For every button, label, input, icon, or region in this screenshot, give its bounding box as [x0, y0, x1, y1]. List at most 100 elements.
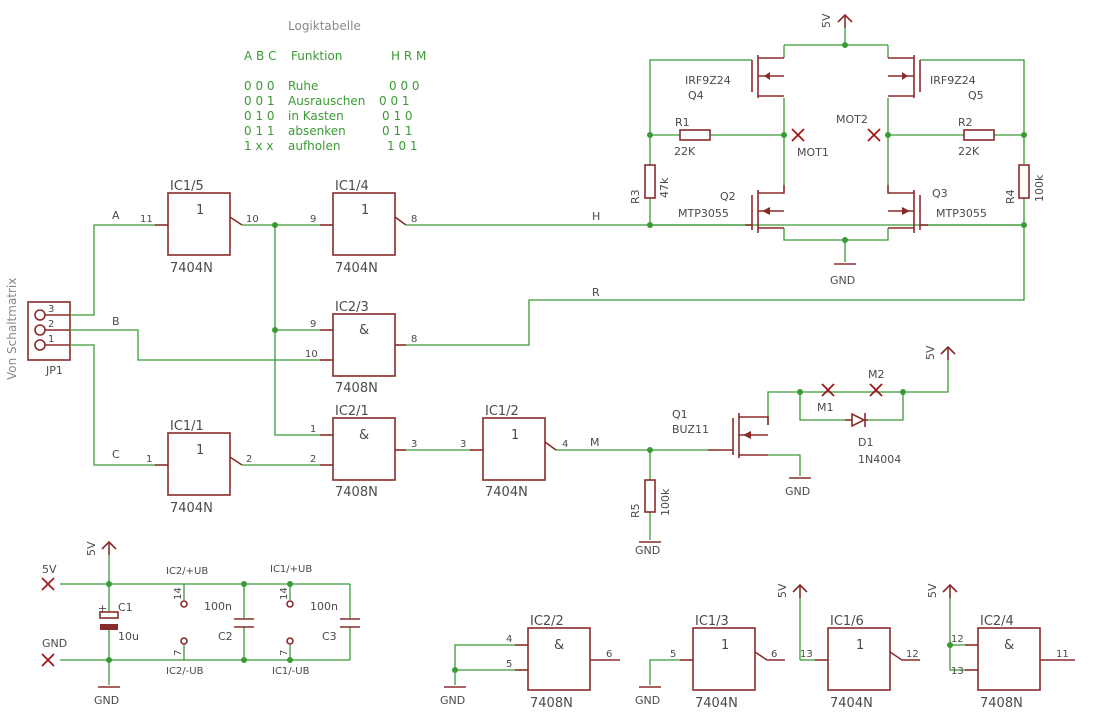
- gnd-symbol-r5: GND: [635, 541, 661, 557]
- pin-number: 9: [310, 214, 316, 225]
- transistor-ref: Q2: [720, 190, 736, 203]
- gate-ref: IC1/3: [695, 614, 729, 629]
- gate-ic1-1: 1 IC1/1 7404N 1 2: [146, 419, 252, 516]
- gate-symbol: 1: [196, 203, 204, 218]
- gate-part: 7404N: [170, 261, 213, 276]
- motor-terminals: MOT1 MOT2 M1 M2: [791, 113, 885, 414]
- supply-pin-label: IC2/-UB: [166, 666, 204, 677]
- capacitor-c3: 100n C3: [310, 600, 360, 643]
- transistor-part: MTP3055: [936, 207, 987, 220]
- vcc-label: 5V: [776, 583, 789, 598]
- pin-number: 13: [800, 649, 813, 660]
- gate-part: 7408N: [335, 485, 378, 500]
- gate-symbol: 1: [511, 428, 519, 443]
- gate-ref: IC1/6: [830, 614, 864, 629]
- table-cell: 0 1 0: [382, 109, 413, 123]
- table-header-function: Funktion: [291, 49, 342, 63]
- resistor-ref: R5: [629, 503, 642, 518]
- gate-symbol: 1: [721, 638, 729, 653]
- resistor-ref: R3: [629, 189, 642, 204]
- connector-jp1: 3 2 1 JP1 Von Schaltmatrix: [5, 278, 71, 380]
- supply-gnd-label: GND: [42, 637, 67, 650]
- capacitor-c2: 100n C2: [204, 600, 254, 643]
- net-label-b: B: [112, 315, 120, 328]
- pin-number: 12: [951, 634, 964, 645]
- pin-number: 2: [310, 454, 316, 465]
- gate-symbol: 1: [361, 203, 369, 218]
- gate-ic2-1: & IC2/1 7408N 1 2 3: [310, 404, 417, 500]
- logic-table-title: Logiktabelle: [288, 19, 361, 33]
- vcc-label: 5V: [85, 541, 98, 556]
- pin-number: 5: [506, 659, 512, 670]
- pin-number: 13: [951, 666, 964, 677]
- gate-part: 7408N: [980, 696, 1023, 711]
- pin-number: 11: [140, 214, 153, 225]
- resistor-r2: R2 22K: [958, 116, 995, 158]
- table-cell: 0 1 1: [382, 124, 413, 138]
- pin-number: 1: [48, 334, 54, 345]
- gnd-label: GND: [830, 274, 855, 287]
- table-cell: 0 0 0: [389, 79, 420, 93]
- table-cell: 0 1 1: [244, 124, 275, 138]
- table-cell: 0 0 1: [379, 94, 410, 108]
- gate-symbol: &: [359, 428, 369, 443]
- capacitor-value: 100n: [204, 600, 232, 613]
- supply-pin-label: IC2/+UB: [166, 566, 208, 577]
- resistor-r5: R5 100k: [629, 479, 672, 518]
- gate-ic1-3: 1 IC1/3 7404N 5 6: [670, 614, 785, 711]
- pin-number: 9: [310, 319, 316, 330]
- vcc-symbol-ic2-4: 5V: [926, 583, 958, 598]
- supply-pins: IC2/+UB IC1/+UB IC2/-UB IC1/-UB 14 14 7 …: [166, 564, 312, 677]
- pin-number: 5: [670, 649, 676, 660]
- table-cell: aufholen: [288, 139, 340, 153]
- pin-number: 10: [246, 214, 259, 225]
- vcc-symbol-supply: 5V: [85, 540, 117, 556]
- vcc-symbol-motor: 5V: [924, 345, 956, 360]
- gate-symbol: &: [1004, 638, 1014, 653]
- gnd-label: GND: [635, 694, 660, 707]
- transistor-q5: IRF9Z24 Q5: [888, 55, 984, 102]
- motor-label-m1: M1: [817, 401, 834, 414]
- table-cell: absenken: [288, 124, 346, 138]
- resistor-value: 100k: [1033, 174, 1046, 202]
- vcc-symbol-bridge: 5V: [820, 13, 853, 28]
- wires: [60, 28, 1025, 685]
- table-cell: 0 0 1: [244, 94, 275, 108]
- gate-ref: IC1/1: [170, 419, 204, 434]
- gnd-symbol-ic1-3: GND: [635, 686, 661, 707]
- gate-ic1-5: 1 IC1/5 7404N 11 10: [140, 179, 259, 276]
- transistor-part: IRF9Z24: [930, 74, 976, 87]
- table-header-hrm: H R M: [391, 49, 426, 63]
- resistor-value: 47k: [658, 177, 671, 198]
- capacitor-ref: C3: [322, 630, 337, 643]
- resistor-r3: R3 47k: [629, 164, 671, 204]
- connector-pin: [34, 339, 46, 351]
- capacitor-ref: C2: [218, 630, 233, 643]
- supply-pin-label: IC1/+UB: [270, 564, 312, 575]
- gate-part: 7404N: [830, 696, 873, 711]
- table-cell: 1 x x: [244, 139, 273, 153]
- logic-table: Logiktabelle A B C Funktion H R M 0 0 0 …: [244, 19, 426, 153]
- resistor-ref: R4: [1004, 189, 1017, 204]
- gnd-symbol-bridge: GND: [830, 263, 856, 287]
- pin-number: 4: [562, 439, 568, 450]
- transistor-ref: Q3: [932, 187, 948, 200]
- table-cell: 1 0 1: [387, 139, 418, 153]
- gnd-label: GND: [440, 694, 465, 707]
- table-cell: Ausrauschen: [288, 94, 365, 108]
- gate-part: 7404N: [335, 261, 378, 276]
- gnd-label: GND: [94, 694, 119, 707]
- vcc-symbol-ic1-6: 5V: [776, 583, 808, 598]
- pin-number: 3: [460, 439, 466, 450]
- net-label-h: H: [592, 210, 600, 223]
- pin-number: 3: [48, 304, 54, 315]
- connector-pin: [34, 309, 46, 321]
- vcc-label: 5V: [820, 13, 833, 28]
- resistor-value: 100k: [659, 488, 672, 516]
- pin-number: 2: [48, 319, 54, 330]
- pin-number: 10: [305, 349, 318, 360]
- pin-number: 11: [1056, 649, 1069, 660]
- net-label-a: A: [112, 209, 120, 222]
- pin-number: 6: [771, 649, 777, 660]
